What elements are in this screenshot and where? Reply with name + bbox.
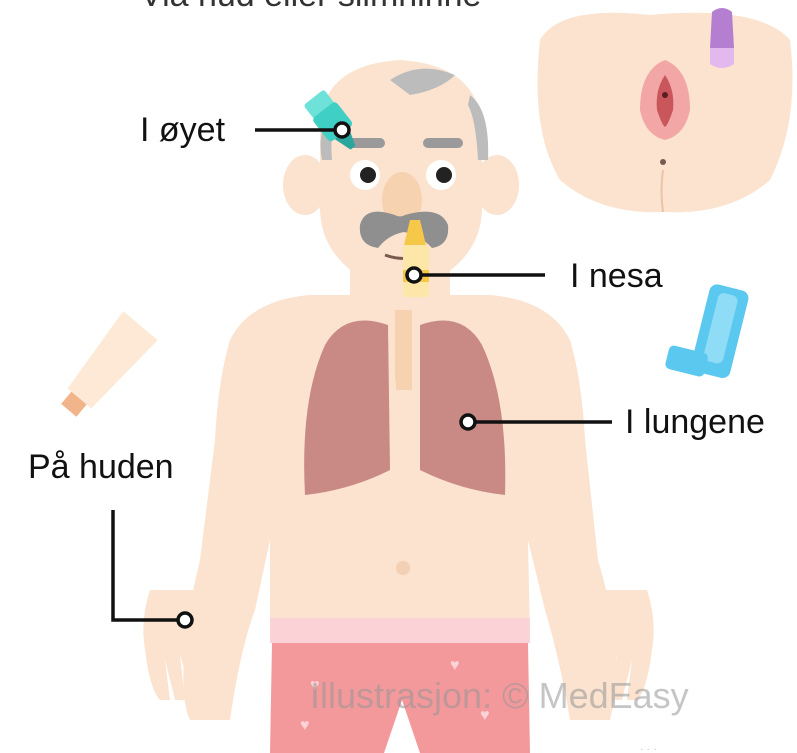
label-nose: I nesa bbox=[570, 259, 663, 293]
vaginal-suppository-icon bbox=[710, 8, 734, 68]
label-skin: På huden bbox=[28, 450, 174, 484]
svg-text:♥: ♥ bbox=[450, 657, 460, 674]
label-lungs: I lungene bbox=[625, 405, 765, 439]
callout-eye bbox=[255, 123, 349, 137]
svg-text:. . .: . . . bbox=[640, 739, 657, 753]
label-eye: I øyet bbox=[140, 113, 225, 147]
inhaler-icon bbox=[664, 277, 750, 384]
cream-tube-icon bbox=[52, 311, 158, 425]
svg-text:♥: ♥ bbox=[300, 717, 310, 734]
genital-inset bbox=[538, 13, 793, 212]
image-credit: Illustrasjon: © MedEasy bbox=[310, 678, 689, 714]
title-fragment: Via hud eller slimhinne bbox=[140, 0, 481, 12]
